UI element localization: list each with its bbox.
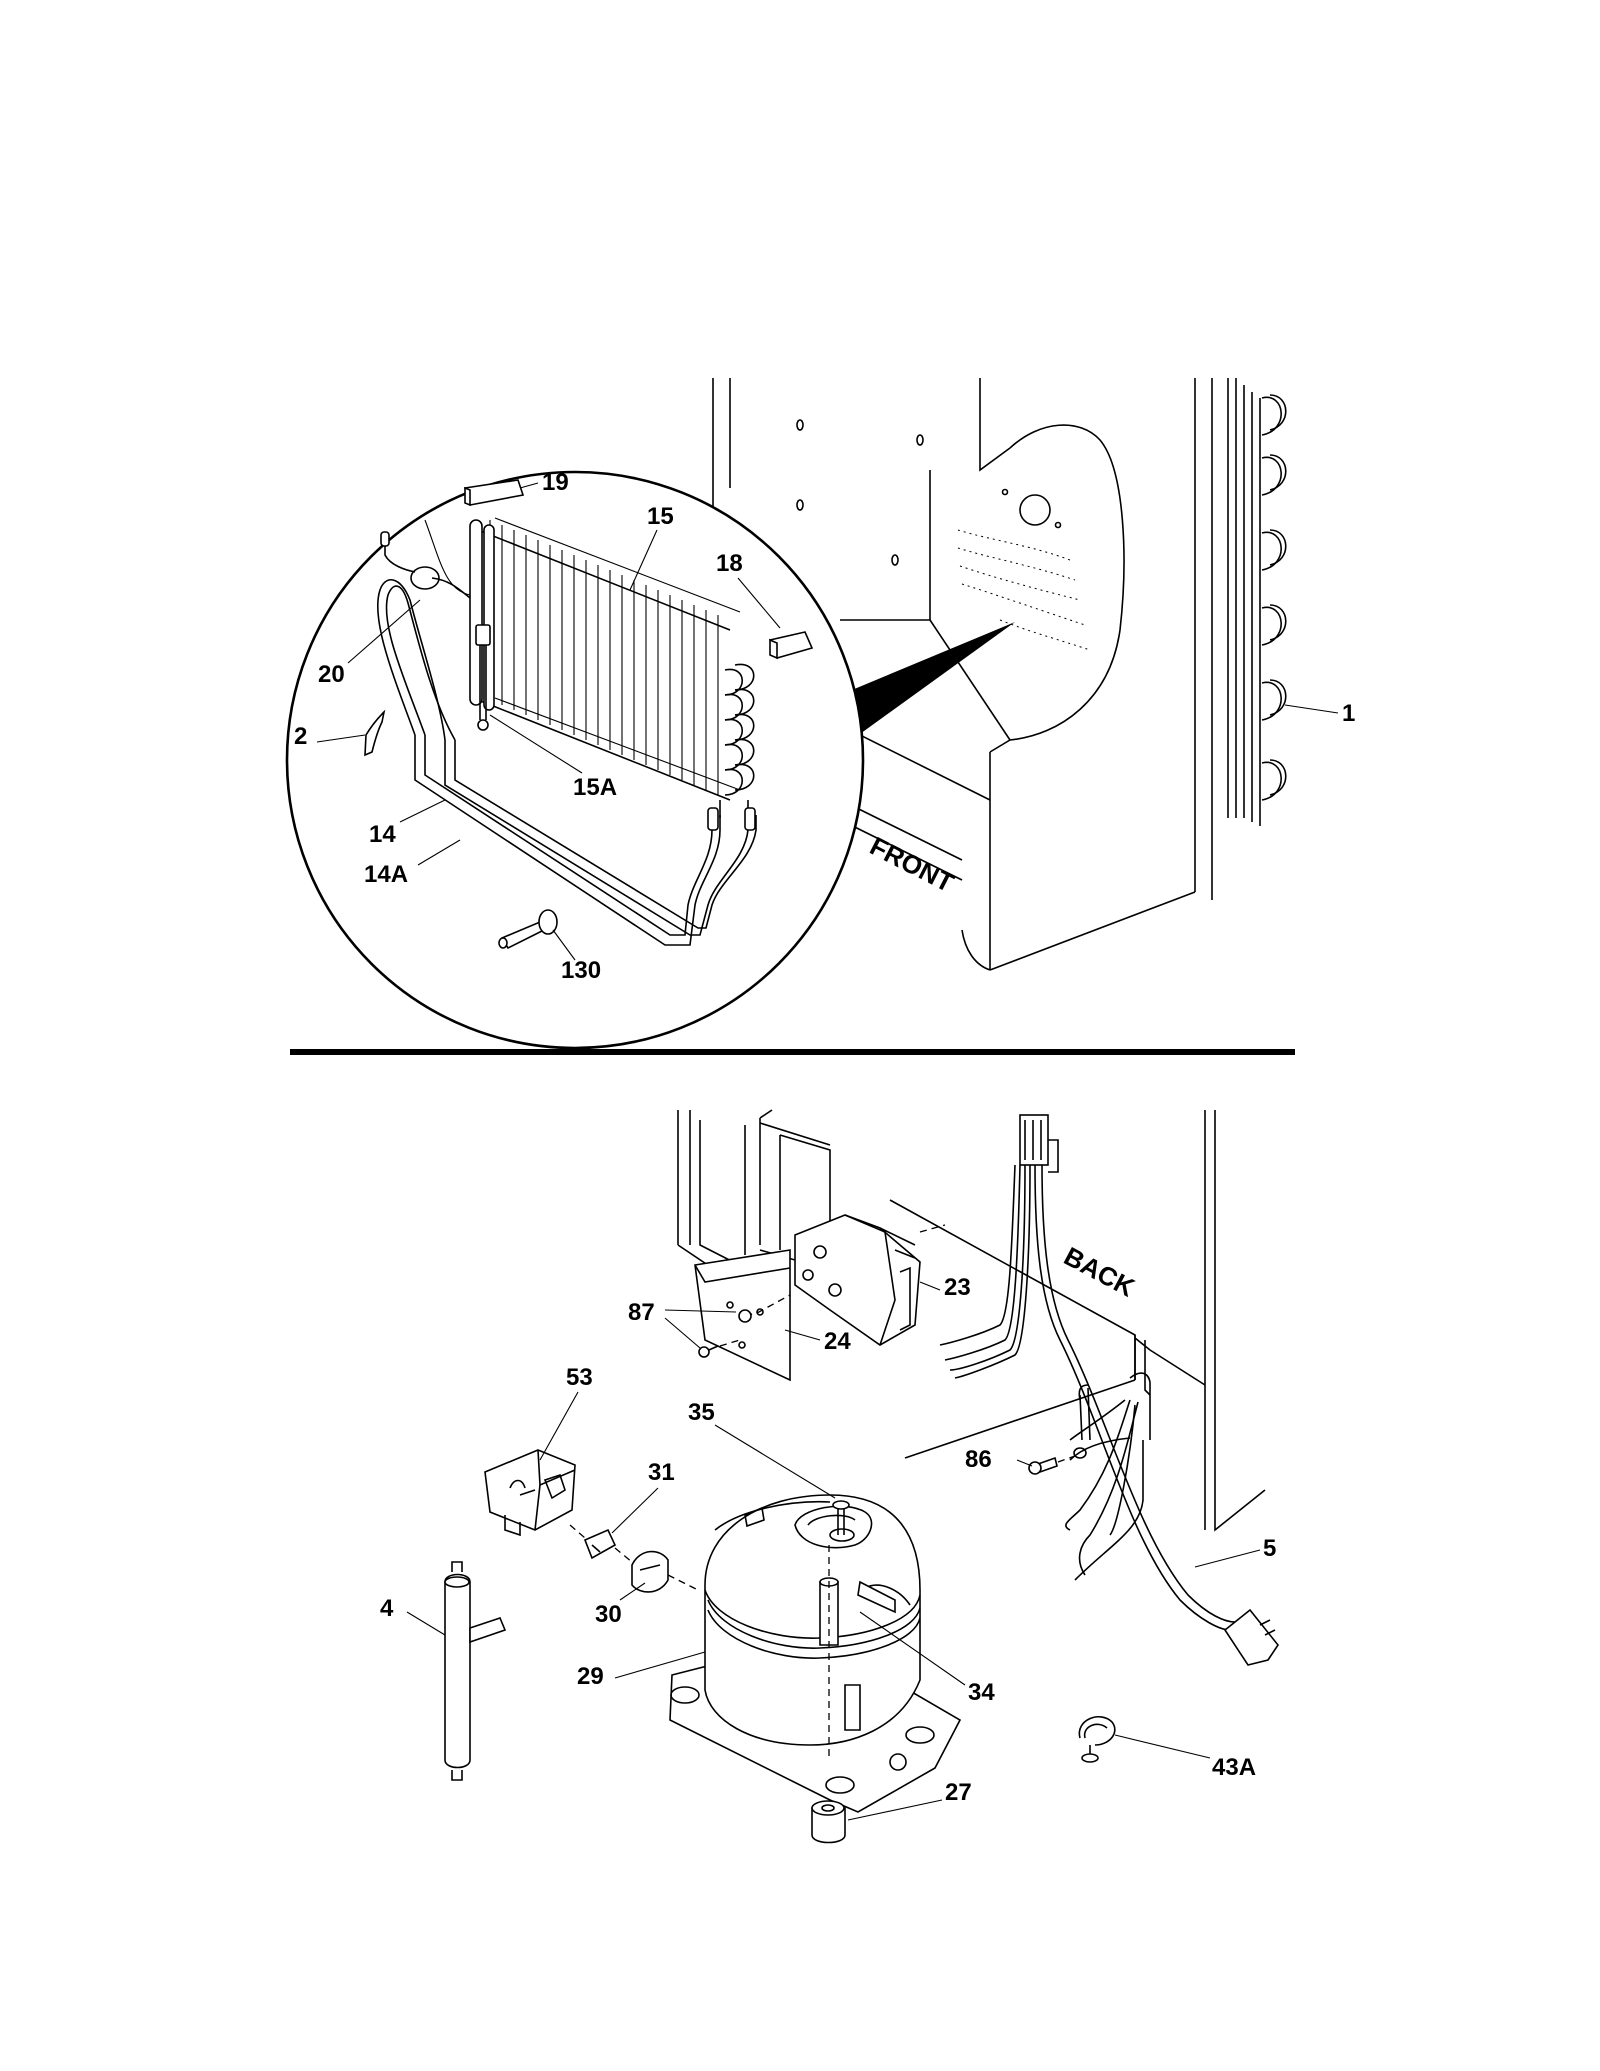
cabinet-top <box>712 378 1213 1000</box>
leader-lines-bottom <box>406 1281 1261 1821</box>
label-front: FRONT <box>865 831 959 898</box>
section-divider <box>290 1049 1295 1055</box>
thermostat-part-20 <box>380 519 471 599</box>
leader-lines-top <box>316 482 1339 961</box>
label-87: 87 <box>628 1299 655 1326</box>
wire-harness-part-5 <box>939 1114 1279 1666</box>
label-35: 35 <box>688 1399 715 1426</box>
fuse-part-15A <box>475 624 491 731</box>
screw-part-86 <box>1028 1447 1087 1475</box>
plug-part-130 <box>498 909 558 950</box>
label-53: 53 <box>566 1364 593 1391</box>
label-14: 14 <box>369 821 396 848</box>
evaporator-zoom-circle <box>285 470 865 1050</box>
label-27: 27 <box>945 1779 972 1806</box>
label-43A: 43A <box>1212 1754 1256 1781</box>
label-back: BACK <box>1059 1241 1140 1303</box>
label-31: 31 <box>648 1459 675 1486</box>
grommet-part-27 <box>811 1800 846 1844</box>
clamp-part-43A <box>1078 1716 1116 1763</box>
label-20: 20 <box>318 661 345 688</box>
block-part-19 <box>463 479 525 507</box>
relay-cover-part-53 <box>484 1449 576 1537</box>
label-19: 19 <box>542 469 569 496</box>
label-15: 15 <box>647 503 674 530</box>
label-24: 24 <box>824 1328 851 1355</box>
label-23: 23 <box>944 1274 971 1301</box>
stud-part-35 <box>832 1500 850 1535</box>
label-18: 18 <box>716 550 743 577</box>
label-1: 1 <box>1342 700 1355 727</box>
relay-part-30 <box>569 1524 699 1593</box>
label-30: 30 <box>595 1601 622 1628</box>
drier-part-4 <box>444 1561 507 1781</box>
label-34: 34 <box>968 1679 995 1706</box>
label-2: 2 <box>294 723 307 750</box>
screws-part-87 <box>698 1294 791 1358</box>
label-14A: 14A <box>364 861 408 888</box>
compressor-part-29 <box>669 1494 962 1813</box>
label-130: 130 <box>561 957 601 984</box>
timer-part-23 <box>794 1214 946 1346</box>
overload-part-31 <box>583 1528 617 1560</box>
heater-part-14 <box>376 579 757 946</box>
label-4: 4 <box>380 1595 394 1622</box>
condenser-coil-part-1 <box>1227 378 1287 826</box>
label-15A: 15A <box>573 774 617 801</box>
label-5: 5 <box>1263 1535 1276 1562</box>
block-part-18 <box>768 631 814 660</box>
label-86: 86 <box>965 1446 992 1473</box>
label-29: 29 <box>577 1663 604 1690</box>
clip-part-2 <box>364 709 386 757</box>
